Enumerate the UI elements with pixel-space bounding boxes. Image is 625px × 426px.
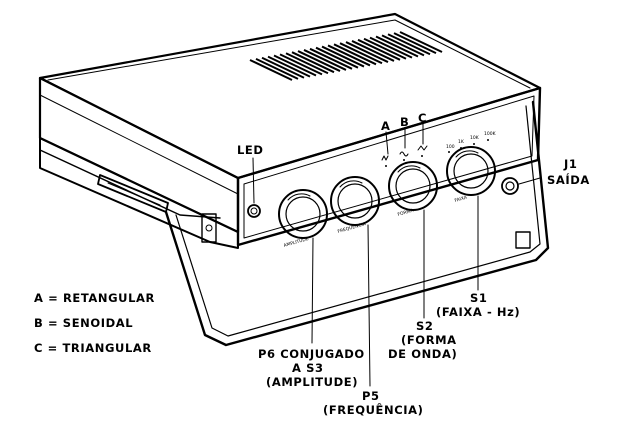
vent-slot bbox=[303, 49, 347, 71]
knob-frequency[interactable] bbox=[330, 176, 380, 226]
vent-slot bbox=[279, 53, 323, 76]
vent-slot bbox=[399, 31, 443, 53]
vent-slot bbox=[357, 38, 401, 61]
vent-slot bbox=[327, 44, 371, 67]
label-p6: P6 CONJUGADO bbox=[258, 347, 365, 361]
vent-slot bbox=[345, 41, 389, 63]
output-jack[interactable] bbox=[501, 177, 519, 195]
panel-caption-range: FAIXA bbox=[454, 194, 469, 204]
svg-text:1K: 1K bbox=[458, 139, 465, 145]
range-scale: 100 1K 10K 100K bbox=[446, 131, 497, 153]
cabinet-lower-left bbox=[39, 137, 239, 249]
vent-slot bbox=[387, 33, 431, 56]
foot-bracket bbox=[201, 213, 217, 243]
vent-slot bbox=[297, 50, 341, 72]
vent-slot bbox=[273, 54, 317, 77]
legend-item-a: A = RETANGULAR bbox=[34, 291, 155, 305]
vent-slot bbox=[381, 34, 425, 57]
label-p6-desc: (AMPLITUDE) bbox=[266, 375, 358, 389]
leader-lines bbox=[311, 123, 541, 387]
vent-slot bbox=[339, 42, 383, 65]
label-s2-desc-2: DE ONDA) bbox=[388, 347, 457, 361]
label-s1: S1 bbox=[470, 291, 487, 305]
waveform-legend: A = RETANGULAR B = SENOIDAL C = TRIANGUL… bbox=[34, 291, 155, 355]
vent-slots bbox=[249, 31, 443, 81]
legend-item-b: B = SENOIDAL bbox=[34, 316, 133, 330]
vent-slot bbox=[375, 35, 419, 58]
vent-slot bbox=[249, 59, 293, 81]
label-s1-desc: (FAIXA - Hz) bbox=[436, 305, 520, 319]
vent-slot bbox=[369, 36, 413, 59]
vent-slot bbox=[351, 40, 395, 62]
knob-amplitude[interactable] bbox=[278, 189, 328, 239]
vent-slot bbox=[285, 52, 329, 75]
vent-slot bbox=[321, 45, 365, 68]
label-p5-desc: (FREQUÊNCIA) bbox=[323, 402, 424, 417]
vent-slot bbox=[315, 46, 359, 69]
svg-text:10K: 10K bbox=[470, 135, 480, 141]
label-p5: P5 bbox=[362, 389, 380, 403]
label-b: B bbox=[400, 115, 409, 129]
vent-slot bbox=[255, 57, 299, 80]
label-a: A bbox=[381, 119, 391, 133]
legend-item-c: C = TRIANGULAR bbox=[34, 341, 152, 355]
svg-text:100K: 100K bbox=[484, 131, 497, 137]
vent-slot bbox=[333, 43, 377, 66]
svg-text:100: 100 bbox=[446, 144, 455, 150]
label-c: C bbox=[418, 111, 427, 125]
vent-slot bbox=[309, 47, 353, 70]
label-j1: J1 bbox=[563, 157, 577, 171]
knob-range[interactable] bbox=[446, 146, 496, 196]
tilt-stand bbox=[164, 100, 550, 347]
vent-slot bbox=[363, 37, 407, 60]
cabinet bbox=[38, 12, 542, 249]
label-led: LED bbox=[237, 143, 264, 157]
waveform-marks bbox=[381, 145, 428, 167]
vent-slot bbox=[261, 56, 305, 79]
label-saida: SAÍDA bbox=[547, 172, 590, 187]
label-s2-desc-1: (FORMA bbox=[401, 333, 457, 347]
panel-caption-form: FORMA bbox=[397, 207, 415, 217]
label-p6-sub: A S3 bbox=[292, 361, 324, 375]
cabinet-left-side bbox=[38, 76, 240, 234]
led-indicator bbox=[247, 204, 261, 218]
label-s2: S2 bbox=[416, 319, 433, 333]
vent-slot bbox=[291, 51, 335, 74]
vent-slot bbox=[267, 55, 311, 78]
knob-waveform[interactable] bbox=[388, 161, 438, 211]
vent-slot bbox=[393, 32, 437, 55]
